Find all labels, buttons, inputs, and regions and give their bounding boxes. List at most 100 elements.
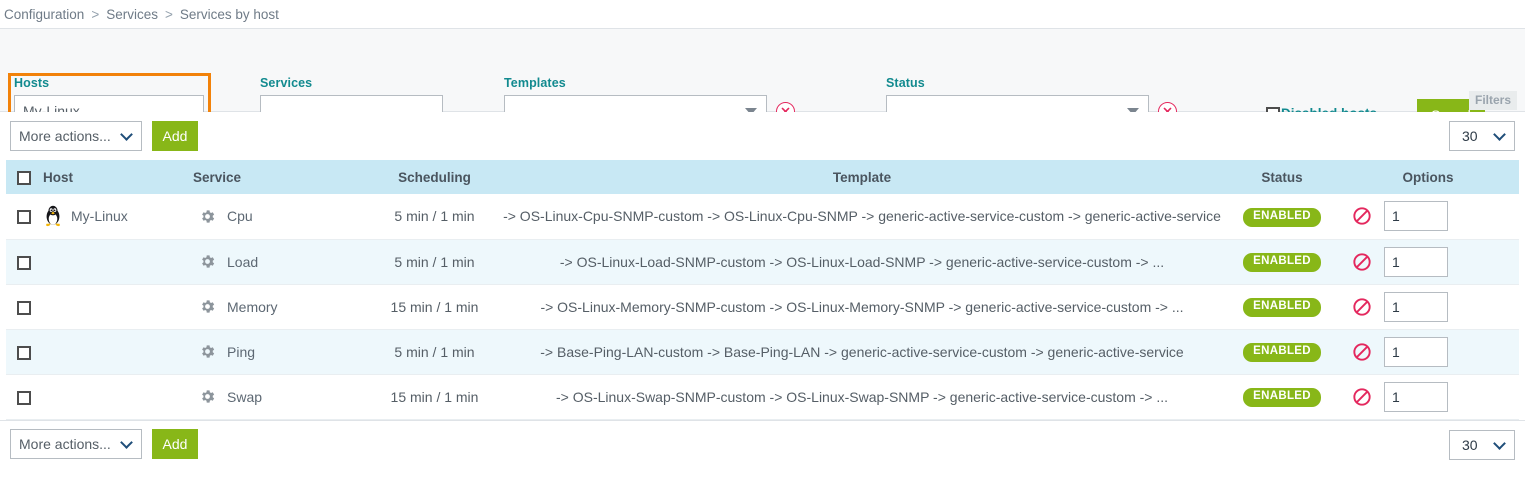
breadcrumb: Configuration > Services > Services by h…	[0, 0, 1525, 28]
service-cell: Ping	[192, 329, 372, 375]
service-name[interactable]: Cpu	[227, 208, 253, 225]
chevron-down-icon	[1493, 436, 1506, 450]
gear-icon	[202, 390, 215, 403]
deny-icon	[1353, 387, 1371, 406]
gear-icon	[202, 345, 215, 358]
options-cell	[1337, 194, 1519, 240]
top-action-bar: More actions... Add 30	[0, 112, 1525, 160]
chevron-down-icon	[745, 108, 757, 115]
column-header-status[interactable]: Status	[1227, 160, 1337, 194]
services-table: Host Service Scheduling Template Status …	[6, 160, 1519, 420]
column-header-options[interactable]: Options	[1337, 160, 1519, 194]
gear-icon	[202, 210, 215, 223]
scheduling-cell: 5 min / 1 min	[372, 194, 497, 240]
select-all-checkbox[interactable]	[17, 170, 31, 185]
host-cell	[42, 329, 192, 375]
more-actions-label-bottom: More actions...	[19, 436, 111, 452]
deny-icon	[1353, 297, 1371, 316]
option-count-input[interactable]	[1384, 336, 1448, 367]
status-cell: ENABLED	[1227, 374, 1337, 420]
template-cell: -> Base-Ping-LAN-custom -> Base-Ping-LAN…	[497, 329, 1227, 375]
status-cell: ENABLED	[1227, 239, 1337, 285]
row-select-cell	[6, 239, 42, 285]
row-checkbox[interactable]	[17, 345, 31, 360]
bottom-action-bar: More actions... Add 30	[0, 419, 1525, 468]
row-select-cell	[6, 329, 42, 375]
options-cell	[1337, 329, 1519, 375]
select-all-header	[6, 160, 42, 194]
option-count-input[interactable]	[1384, 246, 1448, 277]
status-badge: ENABLED	[1243, 388, 1321, 407]
breadcrumb-item-services-by-host[interactable]: Services by host	[179, 6, 279, 22]
page-size-select-bottom[interactable]: 30	[1449, 429, 1515, 460]
scheduling-cell: 15 min / 1 min	[372, 374, 497, 420]
breadcrumb-separator: >	[91, 6, 100, 22]
scheduling-cell: 5 min / 1 min	[372, 239, 497, 285]
host-cell	[42, 239, 192, 285]
status-badge: ENABLED	[1243, 208, 1321, 227]
service-cell: Memory	[192, 284, 372, 330]
option-count-input[interactable]	[1384, 381, 1448, 412]
column-header-template[interactable]: Template	[497, 160, 1227, 194]
service-cell: Cpu	[192, 194, 372, 240]
services-label: Services	[260, 76, 313, 90]
service-name[interactable]: Ping	[227, 343, 256, 360]
filter-bar: Hosts Services Templates Status	[0, 28, 1525, 139]
chevron-down-icon	[120, 436, 133, 449]
row-select-cell	[6, 284, 42, 330]
row-checkbox[interactable]	[17, 300, 31, 315]
breadcrumb-item-configuration[interactable]: Configuration	[4, 6, 85, 22]
row-checkbox[interactable]	[17, 390, 31, 405]
row-select-cell	[6, 374, 42, 420]
table-row: Memory 15 min / 1 min -> OS-Linux-Memory…	[6, 284, 1519, 330]
gear-icon	[202, 255, 215, 268]
status-label: Status	[886, 76, 925, 90]
row-select-cell	[6, 194, 42, 240]
row-checkbox[interactable]	[17, 255, 31, 270]
chevron-down-icon	[120, 128, 133, 141]
scheduling-cell: 5 min / 1 min	[372, 329, 497, 375]
service-cell: Load	[192, 239, 372, 285]
host-cell	[42, 284, 192, 330]
chevron-down-icon	[1127, 108, 1139, 115]
more-actions-select-bottom[interactable]: More actions...	[10, 429, 142, 459]
template-cell: -> OS-Linux-Load-SNMP-custom -> OS-Linux…	[497, 239, 1227, 285]
row-checkbox[interactable]	[17, 210, 31, 225]
host-cell: My-Linux	[42, 194, 192, 240]
linux-penguin-icon	[46, 206, 60, 227]
service-cell: Swap	[192, 374, 372, 420]
option-count-input[interactable]	[1384, 291, 1448, 322]
breadcrumb-separator: >	[164, 6, 173, 22]
template-cell: -> OS-Linux-Memory-SNMP-custom -> OS-Lin…	[497, 284, 1227, 330]
template-cell: -> OS-Linux-Cpu-SNMP-custom -> OS-Linux-…	[497, 194, 1227, 240]
status-cell: ENABLED	[1227, 284, 1337, 330]
page-size-value-top: 30	[1462, 128, 1478, 144]
deny-icon	[1353, 342, 1371, 361]
column-header-service[interactable]: Service	[192, 160, 372, 194]
column-header-scheduling[interactable]: Scheduling	[372, 160, 497, 194]
table-body: My-Linux Cpu 5 min / 1 min -> OS-Linux-C…	[6, 194, 1519, 420]
options-cell	[1337, 239, 1519, 285]
option-count-input[interactable]	[1384, 201, 1448, 232]
templates-label: Templates	[504, 76, 566, 90]
breadcrumb-item-services[interactable]: Services	[106, 6, 158, 22]
service-name[interactable]: Swap	[227, 388, 263, 405]
service-name[interactable]: Load	[227, 253, 259, 270]
page-size-value-bottom: 30	[1462, 436, 1478, 453]
add-button-bottom[interactable]: Add	[152, 429, 198, 459]
deny-icon	[1353, 207, 1371, 225]
column-header-host[interactable]: Host	[42, 160, 192, 194]
host-cell	[42, 374, 192, 420]
add-button-top[interactable]: Add	[152, 121, 198, 151]
table-row: Load 5 min / 1 min -> OS-Linux-Load-SNMP…	[6, 239, 1519, 285]
status-cell: ENABLED	[1227, 329, 1337, 375]
page-size-select-top[interactable]: 30	[1449, 121, 1515, 151]
scheduling-cell: 15 min / 1 min	[372, 284, 497, 330]
service-name[interactable]: Memory	[227, 298, 278, 315]
more-actions-select-top[interactable]: More actions...	[10, 121, 142, 151]
hosts-label: Hosts	[14, 76, 50, 90]
deny-icon	[1353, 252, 1371, 271]
table-row: Ping 5 min / 1 min -> Base-Ping-LAN-cust…	[6, 329, 1519, 375]
host-name[interactable]: My-Linux	[71, 208, 128, 225]
status-badge: ENABLED	[1243, 253, 1321, 272]
